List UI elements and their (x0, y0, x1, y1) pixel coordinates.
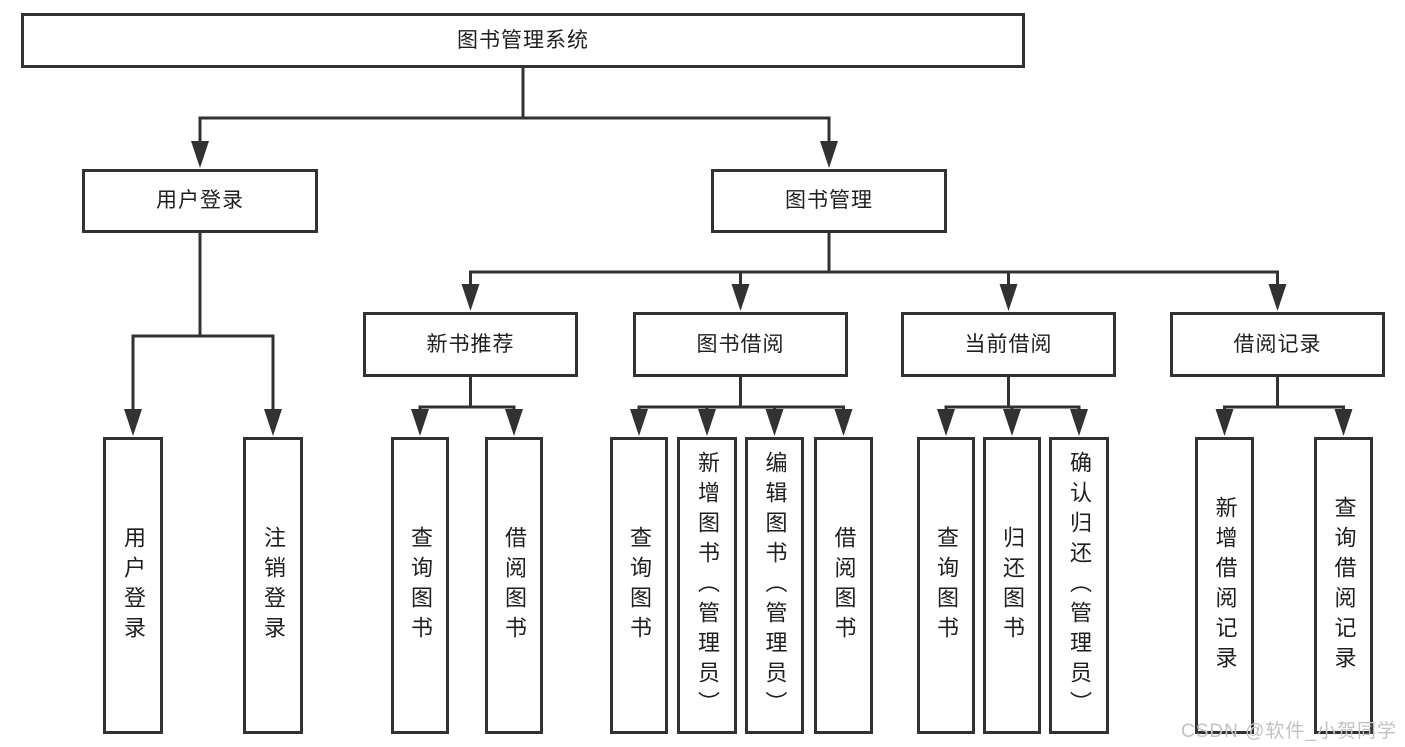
arrowhead-leaf-add-record (1215, 409, 1234, 436)
arrowhead-leaf-confirm (1070, 409, 1088, 436)
arrowhead-leaf-query-record (1334, 409, 1353, 436)
node-new-books: 新书推荐 (363, 312, 578, 377)
arrowhead-leaf-logout (264, 409, 282, 436)
node-leaf-add-record: 新增借阅记录 (1195, 437, 1254, 734)
node-user-login: 用户登录 (82, 169, 318, 233)
node-leaf-borrow-1: 借阅图书 (485, 437, 543, 734)
node-root: 图书管理系统 (21, 13, 1025, 68)
arrowhead-book-borrow (731, 284, 750, 311)
arrowhead-leaf-edit-book (765, 409, 784, 436)
node-leaf-user-login: 用户登录 (103, 437, 163, 734)
node-current-borrow: 当前借阅 (901, 312, 1116, 377)
arrowhead-user-login (191, 141, 209, 168)
node-leaf-logout: 注销登录 (243, 437, 303, 734)
node-leaf-return: 归还图书 (983, 437, 1041, 734)
node-book-mgmt: 图书管理 (711, 169, 947, 233)
arrowhead-leaf-return (1003, 409, 1021, 436)
arrowhead-leaf-add-book (698, 409, 716, 436)
node-borrow-history: 借阅记录 (1170, 312, 1385, 377)
node-leaf-query-2: 查询图书 (610, 437, 668, 734)
node-leaf-confirm: 确认归还（管理员） (1049, 437, 1109, 734)
node-book-borrow: 图书借阅 (633, 312, 848, 377)
node-leaf-add-book: 新增图书（管理员） (677, 437, 737, 734)
arrowhead-leaf-query-2 (630, 409, 648, 436)
arrowhead-leaf-borrow-1 (505, 409, 523, 436)
arrowhead-leaf-query-1 (411, 409, 429, 436)
arrowhead-current-borrow (999, 284, 1018, 311)
arrowhead-leaf-query-3 (937, 409, 955, 436)
node-leaf-edit-book: 编辑图书（管理员） (745, 437, 804, 734)
arrowhead-borrow-history (1268, 284, 1287, 311)
arrowhead-new-books (461, 284, 480, 311)
arrowhead-leaf-borrow-2 (834, 409, 853, 436)
node-leaf-borrow-2: 借阅图书 (814, 437, 873, 734)
node-leaf-query-1: 查询图书 (391, 437, 449, 734)
node-leaf-query-3: 查询图书 (917, 437, 975, 734)
arrowhead-leaf-user-login (124, 409, 142, 436)
node-leaf-query-record: 查询借阅记录 (1314, 437, 1373, 734)
watermark: CSDN @软件_小贺同学 (1181, 721, 1397, 742)
arrowhead-book-mgmt (820, 141, 838, 168)
